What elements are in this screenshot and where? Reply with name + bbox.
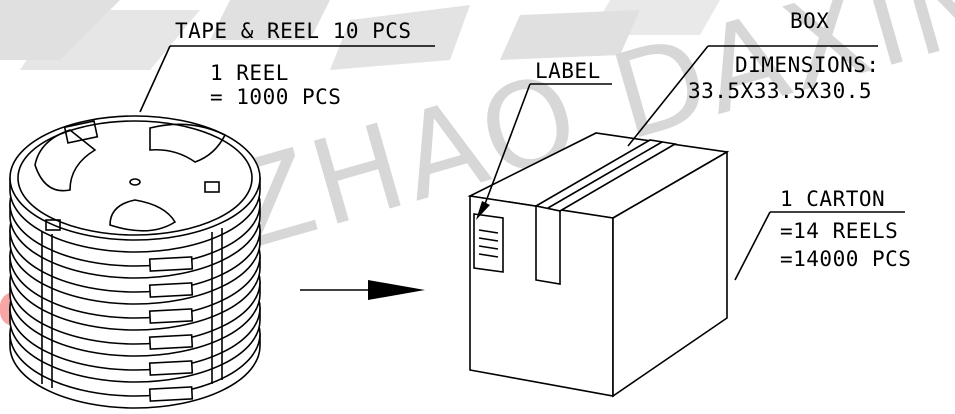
reel-window bbox=[148, 256, 194, 272]
reel-window bbox=[148, 282, 194, 298]
reel-tab bbox=[204, 181, 220, 193]
reel-stack bbox=[9, 115, 261, 409]
box-caption: BOX bbox=[790, 9, 829, 33]
carton-line2: =14 REELS bbox=[780, 219, 898, 243]
reel-cutout bbox=[149, 123, 227, 163]
reel-cutout bbox=[109, 199, 177, 232]
carton-line3: =14000 PCS bbox=[780, 247, 911, 271]
reel-count-line1: 1 REEL bbox=[210, 61, 289, 85]
carton-line1: 1 CARTON bbox=[780, 187, 885, 211]
reel-rim bbox=[17, 120, 253, 236]
carton-box bbox=[467, 132, 730, 398]
label-leader bbox=[476, 83, 612, 220]
reel-window bbox=[148, 334, 194, 350]
box-leader bbox=[627, 45, 878, 147]
tape-reel-leader bbox=[139, 45, 435, 113]
reel-tab bbox=[63, 120, 99, 144]
watermark-logo-glyphs bbox=[0, 0, 720, 70]
reel-cutout bbox=[34, 129, 97, 192]
tape-reel-label: TAPE & REEL 10 PCS bbox=[175, 19, 412, 43]
reel-disc bbox=[9, 115, 261, 241]
label-sticker bbox=[473, 213, 504, 273]
reel-count-line2: = 1000 PCS bbox=[210, 85, 341, 109]
reel-window bbox=[148, 360, 194, 376]
label-caption: LABEL bbox=[535, 59, 601, 83]
reel-window bbox=[148, 308, 194, 324]
dimensions-value: 33.5X33.5X30.5 bbox=[688, 79, 872, 103]
dimensions-title: DIMENSIONS: bbox=[735, 53, 880, 77]
arrow-icon bbox=[300, 280, 425, 300]
reel-hub bbox=[129, 178, 141, 186]
reel-window bbox=[148, 386, 194, 402]
reel-tab bbox=[45, 219, 61, 231]
carton-leader bbox=[734, 211, 905, 281]
